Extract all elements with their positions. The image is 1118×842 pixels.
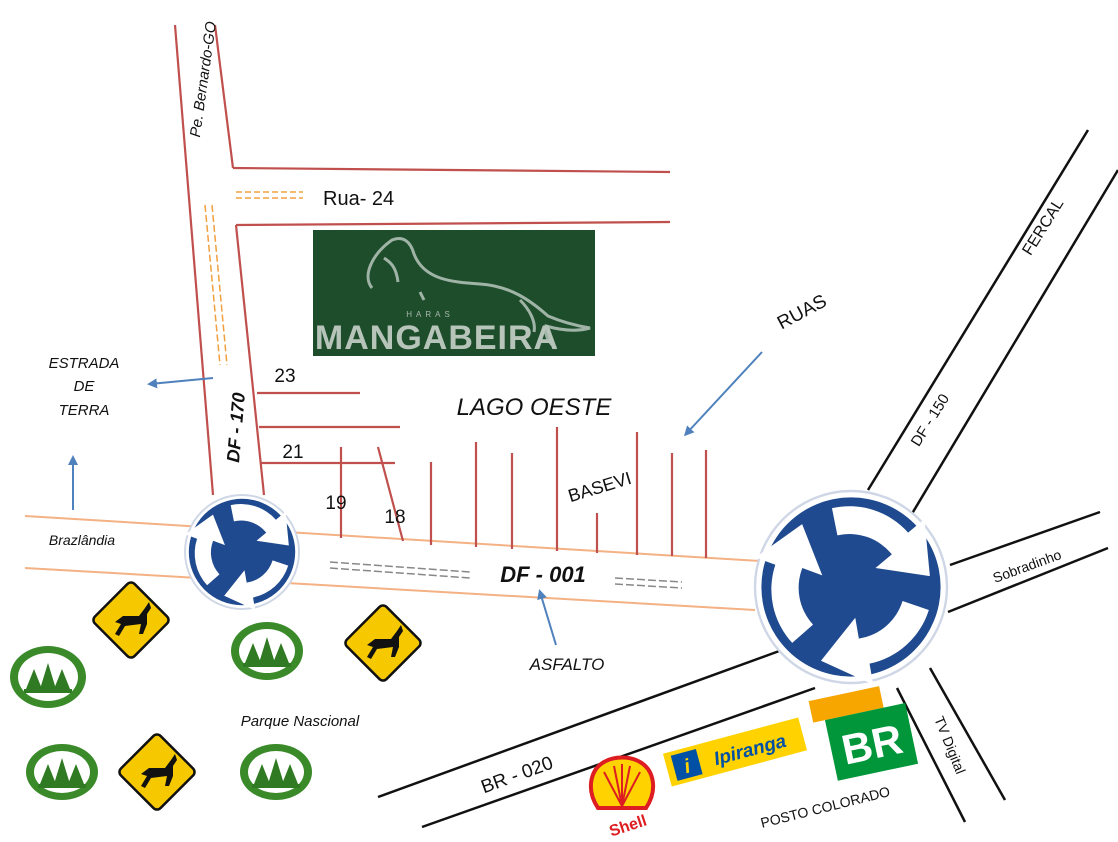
roundabout-icon: [741, 489, 949, 696]
street-number-23: 23: [274, 366, 295, 387]
df-001-label: DF - 001: [500, 562, 586, 587]
lago-oeste-label: LAGO OESTE: [457, 394, 613, 421]
shell-text: Shell: [607, 812, 649, 840]
df-170-label: DF - 170: [223, 392, 249, 464]
mangabeira-text: MANGABEIRA: [315, 319, 559, 357]
street-number-18: 18: [384, 507, 405, 528]
posto-colorado-label: POSTO COLORADO: [759, 783, 892, 831]
svg-text:i: i: [682, 755, 693, 778]
asfalto-label: ASFALTO: [529, 655, 605, 674]
forest-badge-icon: [240, 744, 312, 800]
street-number-19: 19: [325, 493, 346, 514]
fercal-label: FERCAL: [1019, 196, 1067, 259]
ruas-label: RUAS: [774, 291, 830, 334]
brazlandia-label: Brazlândia: [49, 532, 115, 548]
estrada-label-1: ESTRADA: [49, 355, 120, 372]
estrada-label-2: DE: [74, 378, 96, 395]
parque-label: Parque Nascional: [241, 713, 360, 730]
pe-bernardo-label: Pe. Bernardo-GO: [187, 20, 220, 138]
highways: [377, 129, 1118, 829]
forest-badge-icon: [231, 622, 303, 680]
mangabeira-small-text: HARAS: [406, 310, 454, 319]
deer-crossing-sign-icon: [344, 604, 422, 682]
dirt-road: [204, 204, 228, 366]
deer-crossing-sign-icon: [92, 581, 170, 659]
rua-24-road: [232, 166, 671, 227]
horse-logo-icon: [366, 237, 591, 350]
forest-badge-icon: [10, 646, 86, 708]
df-150-label: DF - 150: [908, 391, 953, 450]
side-streets: [257, 391, 708, 558]
deer-crossing-sign-icon: [118, 733, 196, 811]
br-020-label: BR - 020: [478, 753, 556, 798]
street-number-21: 21: [282, 442, 303, 463]
shell-logo: Shell: [588, 755, 656, 840]
forest-badge-icon: [26, 744, 98, 800]
estrada-label-3: TERRA: [59, 402, 110, 419]
roundabout-icon: [177, 494, 300, 617]
direction-arrows: [68, 351, 763, 646]
mangabeira-logo: HARAS MANGABEIRA: [313, 230, 595, 357]
br-logo: BR: [808, 686, 919, 781]
pe-bernardo-road: [173, 24, 266, 496]
rua-24-label: Rua- 24: [323, 188, 394, 210]
basevi-label: BASEVI: [566, 468, 634, 506]
ipiranga-logo: i Ipiranga: [662, 717, 808, 787]
